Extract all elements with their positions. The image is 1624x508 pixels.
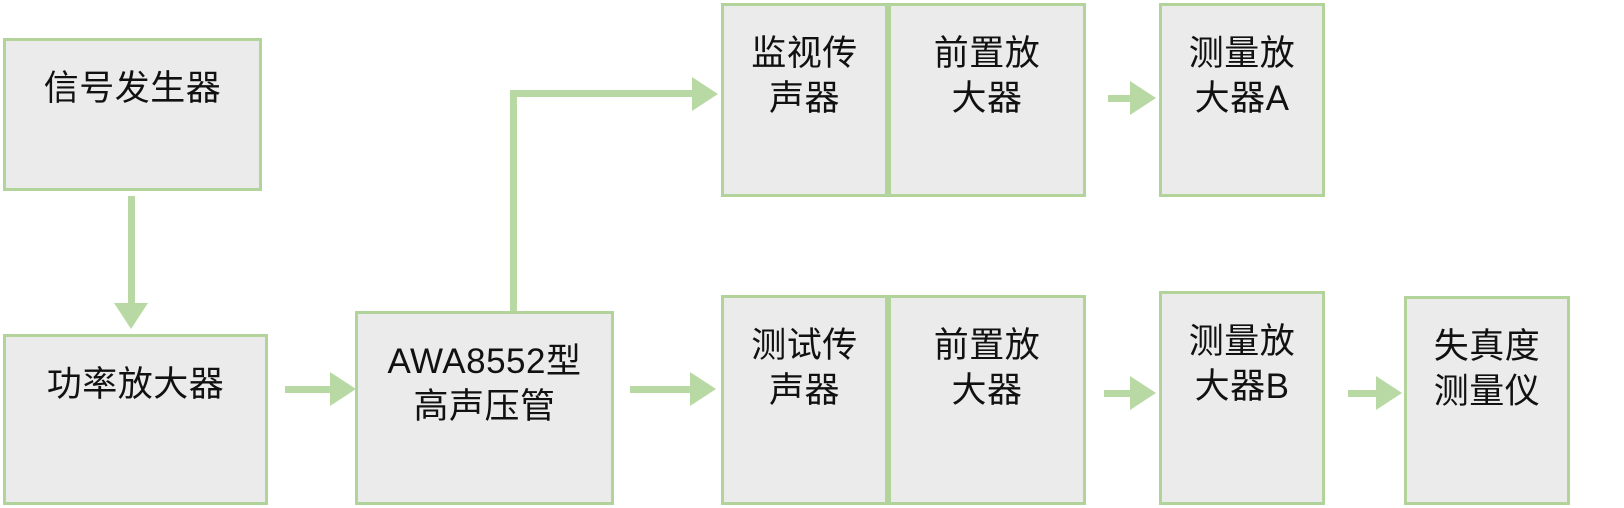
arrowhead-down-icon [114, 303, 148, 329]
node-label: 前置放 大器 [933, 34, 1041, 118]
node-label: 功率放大器 [46, 365, 225, 404]
node-label: 测试传 声器 [751, 326, 858, 410]
node-label: 监视传 声器 [751, 34, 858, 118]
node-preamplifier-top[interactable]: 前置放 大器 [888, 3, 1086, 197]
node-monitor-microphone[interactable]: 监视传 声器 [721, 3, 888, 197]
node-label: 前置放 大器 [933, 326, 1041, 410]
arrowhead-right-icon [330, 372, 356, 406]
node-label: 信号发生器 [43, 69, 222, 108]
node-signal-generator[interactable]: 信号发生器 [3, 38, 262, 191]
arrowhead-right-icon [692, 77, 718, 111]
node-label: 测量放 大器B [1188, 322, 1296, 406]
node-awa8552-high-sound-pressure-tube[interactable]: AWA8552型 高声压管 [355, 311, 614, 505]
node-distortion-meter[interactable]: 失真度 测量仪 [1404, 296, 1570, 505]
connector-line [1104, 390, 1134, 397]
arrowhead-right-icon [1130, 81, 1156, 115]
arrowhead-right-icon [1376, 376, 1402, 410]
connector-line [285, 386, 332, 393]
connector-line-horizontal [510, 90, 695, 97]
node-measuring-amplifier-b[interactable]: 测量放 大器B [1159, 291, 1325, 505]
connector-line [128, 196, 135, 306]
node-label: 失真度 测量仪 [1433, 327, 1541, 411]
node-measuring-amplifier-a[interactable]: 测量放 大器A [1159, 3, 1325, 197]
connector-line [630, 386, 692, 393]
node-label: 测量放 大器A [1188, 34, 1296, 118]
connector-line [1108, 95, 1134, 102]
node-preamplifier-bottom[interactable]: 前置放 大器 [888, 295, 1086, 505]
arrowhead-right-icon [1130, 376, 1156, 410]
node-label: AWA8552型 高声压管 [387, 342, 582, 426]
connector-line [1348, 390, 1380, 397]
node-test-microphone[interactable]: 测试传 声器 [721, 295, 888, 505]
connector-line-vertical [510, 90, 517, 311]
node-power-amplifier[interactable]: 功率放大器 [3, 334, 268, 505]
arrowhead-right-icon [690, 372, 716, 406]
